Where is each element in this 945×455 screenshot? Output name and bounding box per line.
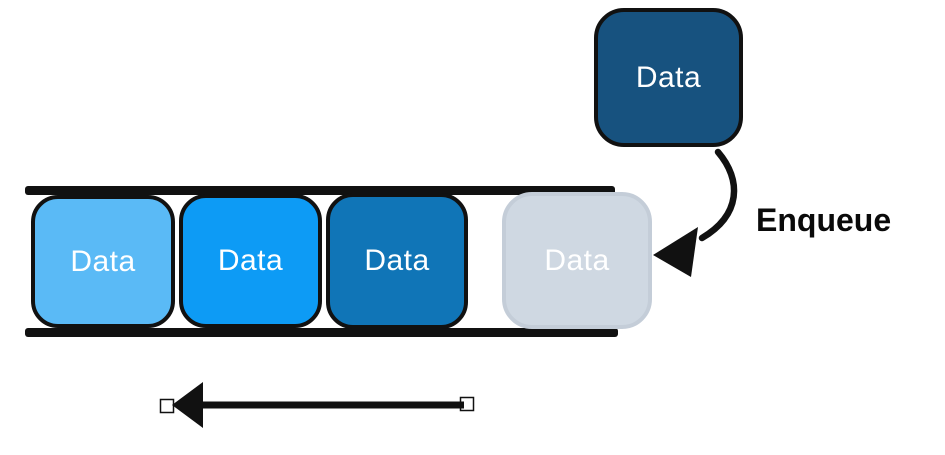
queue-block-3-label: Data (364, 244, 430, 277)
queue-block-1: Data (31, 195, 175, 328)
enqueue-curved-arrow-icon (653, 148, 738, 277)
queue-ghost-block-label: Data (544, 243, 610, 277)
queue-block-1-label: Data (70, 244, 136, 278)
enqueue-label: Enqueue (756, 202, 892, 238)
queue-slot-incoming-ghost: Data (502, 192, 652, 329)
queue-block-2: Data (179, 194, 322, 328)
queue-rail-bottom (25, 328, 618, 337)
direction-arrowhead (172, 382, 203, 428)
queue-direction-arrow (159, 382, 475, 428)
queue-rail-top (25, 186, 615, 195)
enqueue-arrow-shaft (698, 148, 738, 242)
queue-block-2-label: Data (217, 244, 284, 277)
enqueue-arrowhead (653, 227, 698, 277)
incoming-data-block: Data (594, 8, 743, 147)
incoming-data-block-label: Data (635, 60, 702, 94)
arrow-endpoint-handle-left (159, 398, 175, 414)
queue-block-3: Data (326, 193, 468, 329)
